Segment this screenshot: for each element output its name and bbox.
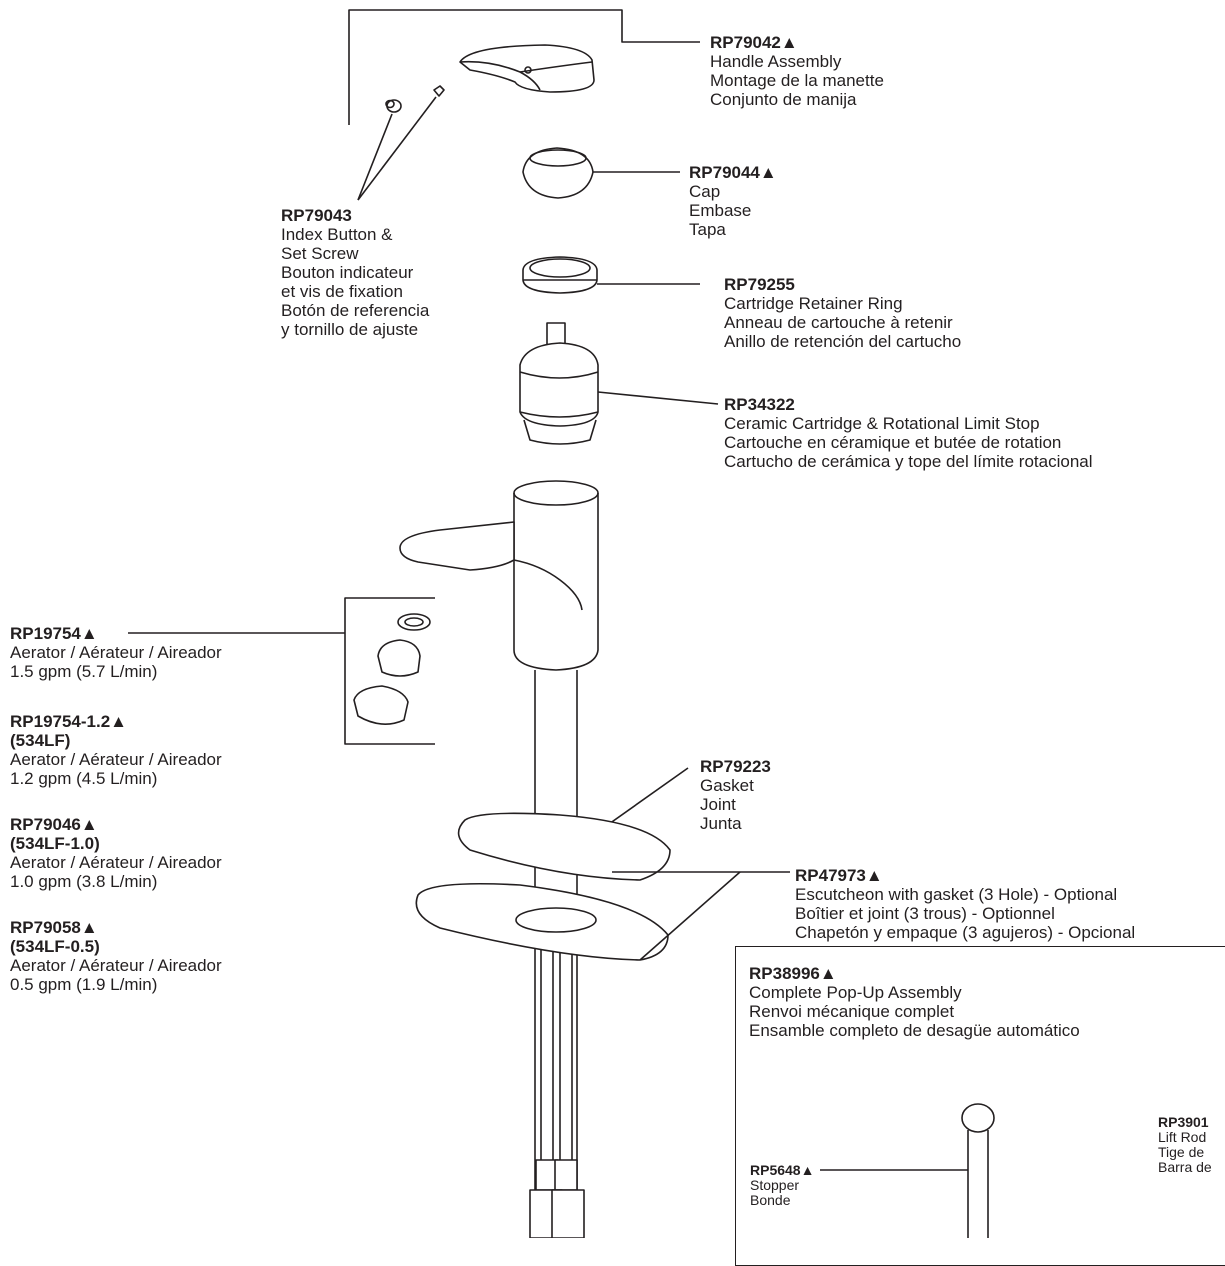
desc-fr: Tige de <box>1158 1144 1205 1160</box>
desc-es: Anillo de retención del cartucho <box>724 332 962 351</box>
part-number: RP79046▲ <box>10 815 98 834</box>
part-number: RP5648▲ <box>750 1162 815 1178</box>
desc-es: Junta <box>700 814 742 833</box>
aerator-group <box>128 597 435 745</box>
part-number: RP34322 <box>724 395 795 414</box>
label-escutcheon: RP47973▲ Escutcheon with gasket (3 Hole)… <box>795 866 1135 942</box>
part-number: RP79044▲ <box>689 163 777 182</box>
supply-lines <box>529 900 585 1238</box>
flow-rate: 0.5 gpm (1.9 L/min) <box>10 975 158 994</box>
retainer-ring-part <box>522 256 700 294</box>
label-handle: RP79042▲ Handle Assembly Montage de la m… <box>710 33 884 109</box>
desc-fr: Boîtier et joint (3 trous) - Optionnel <box>795 904 1055 923</box>
part-number: RP47973▲ <box>795 866 883 885</box>
label-cartridge: RP34322 Ceramic Cartridge & Rotational L… <box>724 395 1093 471</box>
desc-fr: Renvoi mécanique complet <box>749 1002 955 1021</box>
exploded-parts-diagram <box>128 9 995 1238</box>
label-aerator-4: RP79058▲ (534LF-0.5) Aerator / Aérateur … <box>10 918 222 994</box>
label-gasket: RP79223 Gasket Joint Junta <box>700 757 771 833</box>
desc-line: Botón de referencia <box>281 301 430 320</box>
desc-en: Escutcheon with gasket (3 Hole) - Option… <box>795 885 1118 904</box>
desc-line: Aerator / Aérateur / Aireador <box>10 956 222 975</box>
label-cap: RP79044▲ Cap Embase Tapa <box>689 163 777 239</box>
label-retainer: RP79255 Cartridge Retainer Ring Anneau d… <box>724 275 961 351</box>
desc-fr: Cartouche en céramique et butée de rotat… <box>724 433 1062 452</box>
desc-line: Aerator / Aérateur / Aireador <box>10 853 222 872</box>
desc-es: Conjunto de manija <box>710 90 857 109</box>
label-aerator-1: RP19754▲ Aerator / Aérateur / Aireador 1… <box>10 624 222 681</box>
cartridge-part <box>519 322 719 445</box>
escutcheon-part <box>415 812 790 961</box>
flow-rate: 1.0 gpm (3.8 L/min) <box>10 872 158 891</box>
desc-en: Stopper <box>750 1177 800 1193</box>
desc-en: Cap <box>689 182 721 201</box>
desc-fr: Bonde <box>750 1192 791 1208</box>
desc-line: Aerator / Aérateur / Aireador <box>10 750 222 769</box>
flow-rate: 1.5 gpm (5.7 L/min) <box>10 662 158 681</box>
part-number: RP79058▲ <box>10 918 98 937</box>
desc-line: y tornillo de ajuste <box>281 320 419 339</box>
model-number: (534LF-1.0) <box>10 834 100 853</box>
desc-fr: Montage de la manette <box>710 71 884 90</box>
desc-line: Aerator / Aérateur / Aireador <box>10 643 222 662</box>
desc-en: Lift Rod <box>1158 1129 1207 1145</box>
handle-bracket <box>348 9 700 125</box>
part-number: RP79223 <box>700 757 771 776</box>
label-popup: RP38996▲ Complete Pop-Up Assembly Renvoi… <box>749 964 1080 1040</box>
handle-assembly <box>459 44 595 93</box>
desc-en: Handle Assembly <box>710 52 842 71</box>
desc-es: Tapa <box>689 220 726 239</box>
part-number: RP79255 <box>724 275 795 294</box>
desc-line: Index Button & <box>281 225 393 244</box>
part-number: RP79042▲ <box>710 33 798 52</box>
popup-parts <box>820 1103 995 1238</box>
label-stopper: RP5648▲ Stopper Bonde <box>750 1163 814 1208</box>
desc-en: Complete Pop-Up Assembly <box>749 983 962 1002</box>
desc-fr: Anneau de cartouche à retenir <box>724 313 953 332</box>
desc-es: Barra de <box>1158 1159 1212 1175</box>
desc-line: Bouton indicateur <box>281 263 414 282</box>
part-number: RP3901 <box>1158 1114 1209 1130</box>
label-aerator-2: RP19754-1.2▲ (534LF) Aerator / Aérateur … <box>10 712 222 788</box>
desc-en: Cartridge Retainer Ring <box>724 294 903 313</box>
desc-en: Gasket <box>700 776 754 795</box>
label-lift-rod: RP3901 Lift Rod Tige de Barra de <box>1158 1115 1212 1175</box>
flow-rate: 1.2 gpm (4.5 L/min) <box>10 769 158 788</box>
desc-line: Set Screw <box>281 244 359 263</box>
desc-es: Chapetón y empaque (3 agujeros) - Opcion… <box>795 923 1136 942</box>
desc-es: Ensamble completo de desagüe automático <box>749 1021 1080 1040</box>
part-number: RP19754▲ <box>10 624 98 643</box>
label-aerator-3: RP79046▲ (534LF-1.0) Aerator / Aérateur … <box>10 815 222 891</box>
label-index-button: RP79043 Index Button & Set Screw Bouton … <box>281 206 429 339</box>
desc-fr: Embase <box>689 201 752 220</box>
part-number: RP19754-1.2▲ <box>10 712 128 731</box>
part-number: RP38996▲ <box>749 964 837 983</box>
model-number: (534LF) <box>10 731 71 750</box>
desc-fr: Joint <box>700 795 736 814</box>
desc-es: Cartucho de cerámica y tope del límite r… <box>724 452 1093 471</box>
desc-en: Ceramic Cartridge & Rotational Limit Sto… <box>724 414 1040 433</box>
model-number: (534LF-0.5) <box>10 937 100 956</box>
part-number: RP79043 <box>281 206 352 225</box>
cap-part <box>522 147 680 199</box>
index-button-and-screw <box>357 85 445 201</box>
desc-line: et vis de fixation <box>281 282 403 301</box>
